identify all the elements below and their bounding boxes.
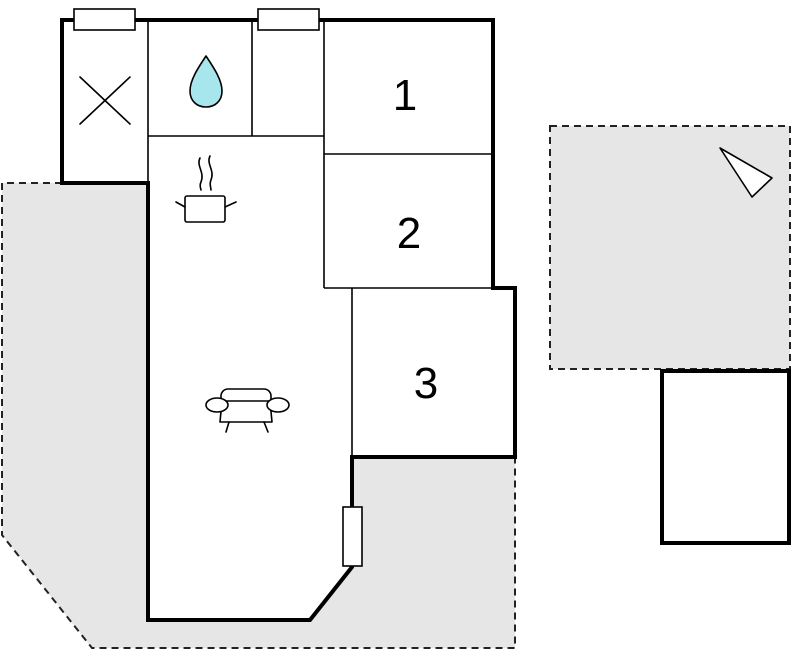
window-storage — [257, 8, 320, 31]
room-number-1: 1 — [393, 71, 417, 120]
direction-arrow-icon — [719, 147, 773, 198]
window-toilet — [73, 8, 136, 31]
cross-icon — [79, 76, 131, 125]
water-drop-icon — [189, 55, 223, 108]
outer-wall — [60, 18, 517, 622]
inner-walls — [147, 20, 493, 457]
building-interior — [62, 20, 515, 620]
terrace-right — [549, 125, 791, 370]
cooking-pot-icon — [175, 155, 237, 223]
room-number-2: 2 — [397, 209, 421, 258]
window-living — [342, 506, 363, 567]
outbuilding — [660, 369, 791, 545]
sofa-icon — [205, 388, 290, 433]
room-number-3: 3 — [414, 359, 438, 408]
